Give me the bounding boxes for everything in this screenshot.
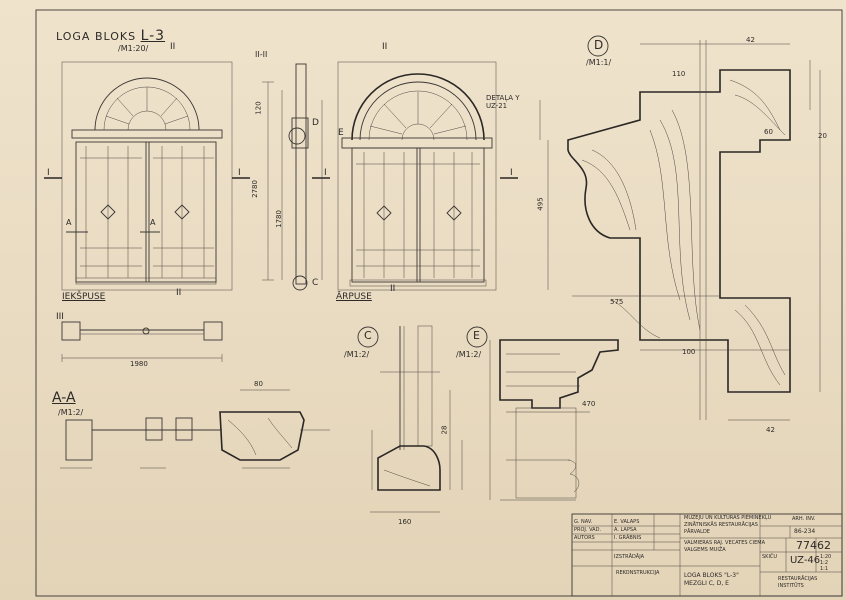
section-AA-label: A-A <box>52 390 76 406</box>
dim-80: 80 <box>254 380 263 388</box>
section-A-A <box>60 389 330 469</box>
dim-42-bottom: 42 <box>766 426 775 434</box>
detail-C-letter: C <box>364 329 372 342</box>
tb-archive-label: ARH. INV. <box>792 516 816 522</box>
tb-org-3: PĀRVALDE <box>684 529 710 535</box>
dim-470: 470 <box>582 400 596 408</box>
tb-drawing-name-1: LOGA BLOKS "L-3" <box>684 572 739 579</box>
dim-1780: 1780 <box>274 210 283 228</box>
section-mark-II-outside: II <box>382 42 388 52</box>
tb-org-1: MUZEJU UN KULTŪRAS PIEMINEKĻU <box>684 515 772 521</box>
tb-sheet-no: 77462 <box>796 539 831 552</box>
section-mark-II-bottom: II <box>176 288 182 298</box>
title-block <box>571 513 843 597</box>
tb-scale-2: 1:2 <box>820 560 829 566</box>
detail-E-scale: /M1:2/ <box>456 350 482 359</box>
tb-org-2: ZINĀTNISKĀS RESTAURĀCIJAS <box>684 522 758 528</box>
section-mark-I-outside-left: I <box>324 168 327 178</box>
dim-100: 100 <box>682 348 696 356</box>
section-mark-I-left: I <box>47 168 50 178</box>
dim-60: 60 <box>764 128 773 136</box>
inside-label: IEKŠPUSE <box>62 292 106 302</box>
section-mark-II-top: II <box>170 42 176 52</box>
tb-org: MUZEJU UN KULTŪRAS PIEMINEKĻU ZINĀTNISKĀ… <box>684 515 771 536</box>
tb-role-2: PROJ. VAD. <box>574 527 602 533</box>
title-scale: /M1:20/ <box>118 44 149 53</box>
tb-roles: G. NAV. PROJ. VAD. AUTORS <box>574 518 601 542</box>
dim-2780: 2780 <box>250 180 259 198</box>
window-elevation-outside <box>312 61 518 291</box>
dim-110: 110 <box>672 70 686 78</box>
callout-E: E <box>338 128 344 138</box>
dim-28: 28 <box>440 425 449 435</box>
tb-archive-no: 86-234 <box>794 528 816 535</box>
section-II-II <box>262 63 323 291</box>
title-main-text: LOGA BLOKS <box>56 30 137 43</box>
title-main: LOGA BLOKS L-3 <box>56 28 165 44</box>
detail-ref-label: DETAĻA Y <box>486 94 520 102</box>
marker-A-right: A <box>150 218 156 227</box>
section-mark-I-outside-right: I <box>510 168 513 178</box>
tb-names: E. VALAPS A. LAPSA I. GRĀBNIS <box>614 518 641 542</box>
sheet-border <box>35 9 843 597</box>
tb-institute-1: RESTAURĀCIJAS <box>778 576 818 582</box>
dim-160: 160 <box>398 518 412 526</box>
marker-A-left: A <box>66 218 72 227</box>
tb-project-1: VALMIERAS RAJ. VECATES CIEMA <box>684 540 765 546</box>
tb-stage-label: REKONSTRUKCIJA <box>616 570 660 576</box>
window-elevation-inside <box>44 61 250 291</box>
callout-D: D <box>312 118 319 128</box>
dim-width-1980: 1980 <box>130 360 148 368</box>
tb-project: VALMIERAS RAJ. VECATES CIEMA VALGEMS MUI… <box>684 540 765 554</box>
section-mark-I-right: I <box>238 168 241 178</box>
dim-120: 120 <box>254 101 263 115</box>
detail-ref-code: UZ-21 <box>486 102 508 110</box>
detail-E <box>489 339 619 501</box>
tb-scales: 1:20 1:2 1:1 <box>820 554 831 572</box>
tb-drawing-name: LOGA BLOKS "L-3" MEZGLI C, D, E <box>684 572 739 588</box>
title-code: L-3 <box>140 28 166 44</box>
tb-scale-1: 1:20 <box>820 554 832 560</box>
dim-495: 495 <box>536 197 545 211</box>
detail-D-bubble <box>587 35 609 57</box>
tb-project-type: IZSTRĀDĀJA <box>614 554 645 560</box>
callout-C: C <box>312 278 319 288</box>
tb-drawing-name-2: MEZGLI C, D, E <box>684 580 729 587</box>
outside-label: ĀRPUSE <box>336 292 372 302</box>
detail-C <box>370 325 463 513</box>
tb-institute: RESTAURĀCIJAS INSTITŪTS <box>778 576 817 590</box>
detail-E-letter: E <box>473 329 480 342</box>
dim-575: 575 <box>610 298 624 306</box>
section-mark-II-bottom-2: II <box>390 284 396 294</box>
detail-C-scale: /M1:2/ <box>344 350 370 359</box>
section-III-label: III <box>56 312 64 322</box>
tb-role-1: G. NAV. <box>574 519 593 525</box>
section-II-label: II-II <box>255 50 268 59</box>
tb-scale-3: 1:1 <box>820 566 829 572</box>
tb-drawing-code: UZ-46 <box>790 555 821 566</box>
detail-D-scale: /M1:1/ <box>586 58 612 67</box>
tb-name-1: E. VALAPS <box>614 519 640 525</box>
tb-project-2: VALGEMS MUIŽA <box>684 547 726 553</box>
tb-name-2: A. LAPSA <box>614 527 637 533</box>
dim-42-top: 42 <box>746 36 755 44</box>
detail-E-bubble <box>466 326 488 348</box>
detail-ref: DETAĻA Y UZ-21 <box>486 94 520 110</box>
detail-D <box>539 40 821 421</box>
detail-D-letter: D <box>594 38 604 52</box>
plan-section <box>61 321 223 362</box>
section-AA-scale: /M1:2/ <box>58 408 84 417</box>
detail-C-bubble <box>357 326 379 348</box>
tb-institute-2: INSTITŪTS <box>778 583 804 589</box>
tb-name-3: I. GRĀBNIS <box>614 535 642 541</box>
tb-stage: SKIČU <box>762 554 778 560</box>
dim-20: 20 <box>818 132 827 140</box>
tb-role-3: AUTORS <box>574 535 595 541</box>
